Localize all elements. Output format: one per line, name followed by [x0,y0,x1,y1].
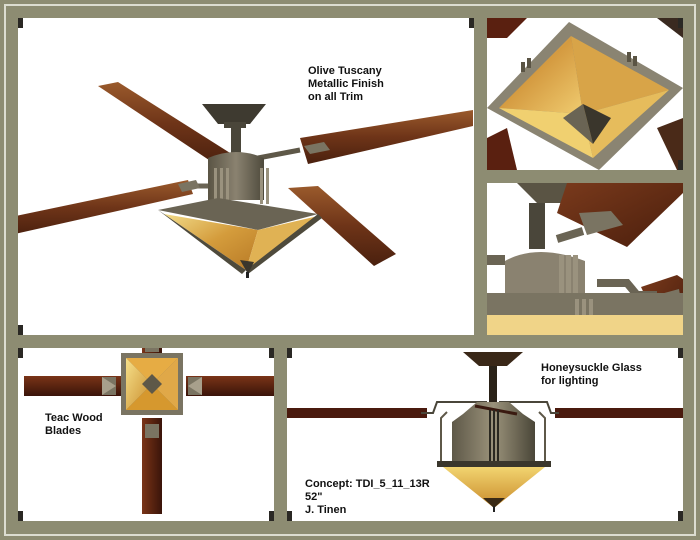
downrod [231,128,241,158]
glass-shade-closeup-render [487,18,683,170]
corner-mark [678,18,683,28]
fan-side-view-render [287,352,683,512]
designer-label: J. Tinen [305,504,347,516]
corner-mark [287,511,292,521]
center-finial [142,374,162,394]
motor-housing-closeup-render [487,183,683,335]
finial [240,260,254,274]
blade-right [555,408,683,418]
glass-panel-right [583,90,669,158]
downrod [489,366,497,404]
glass-panel-bottom [126,384,178,410]
corner-mark [18,348,23,358]
light-frame-rim [437,461,551,467]
light-frame-rim [158,198,318,230]
fan-size-label: 52" [305,491,323,503]
blade-lower-left [18,180,193,234]
corner-mark [18,511,23,521]
glass-top [487,315,683,335]
blade-bottom [142,418,162,514]
glass-panel-left [164,214,258,270]
panel-top-view: Teac Wood Blades [18,348,274,521]
glass-panel-back [571,36,669,114]
corner-mark [18,18,23,28]
ceiling-canopy [202,104,266,124]
corner-mark [678,511,683,521]
corner-mark [287,348,292,358]
corner-mark [678,160,683,170]
panel-main-perspective-view: Olive Tuscany Metallic Finish on all Tri… [18,18,474,335]
glass-note-label: Honeysuckle Glass for lighting [541,362,642,387]
fan-perspective-render [18,82,473,278]
glass-shade [443,467,545,508]
blade-upper-left [98,82,238,166]
corner-mark [469,18,474,28]
frame-inner-stripe [4,4,696,536]
blade-left [24,376,122,396]
glass-panel-right [152,358,178,410]
motor-housing [505,252,585,303]
blade-left [287,408,427,418]
downrod [529,203,545,249]
blade-upper [557,183,683,247]
finish-note-label: Olive Tuscany Metallic Finish on all Tri… [308,65,384,103]
blade-lower-right [288,186,396,266]
panel-motor-housing-detail-view [487,183,683,335]
corner-mark [269,511,274,521]
fan-top-view-render [24,348,274,514]
panel-side-view: Honeysuckle Glass for lighting Concept: … [287,348,683,521]
corner-mark [269,348,274,358]
panel-glass-detail-view [487,18,683,170]
glass-panel-left [499,36,583,114]
glass-panel-left [126,358,152,410]
blade-material-label: Teac Wood Blades [45,412,103,437]
blade-right [186,376,274,396]
blade-upper-right [300,110,473,164]
ceiling-canopy [463,352,523,366]
concept-id-label: Concept: TDI_5_11_13R [305,478,430,490]
glass-panel-top [126,358,178,384]
blade-bracket-upper [579,211,623,235]
corner-mark [678,348,683,358]
corner-mark [18,325,23,335]
